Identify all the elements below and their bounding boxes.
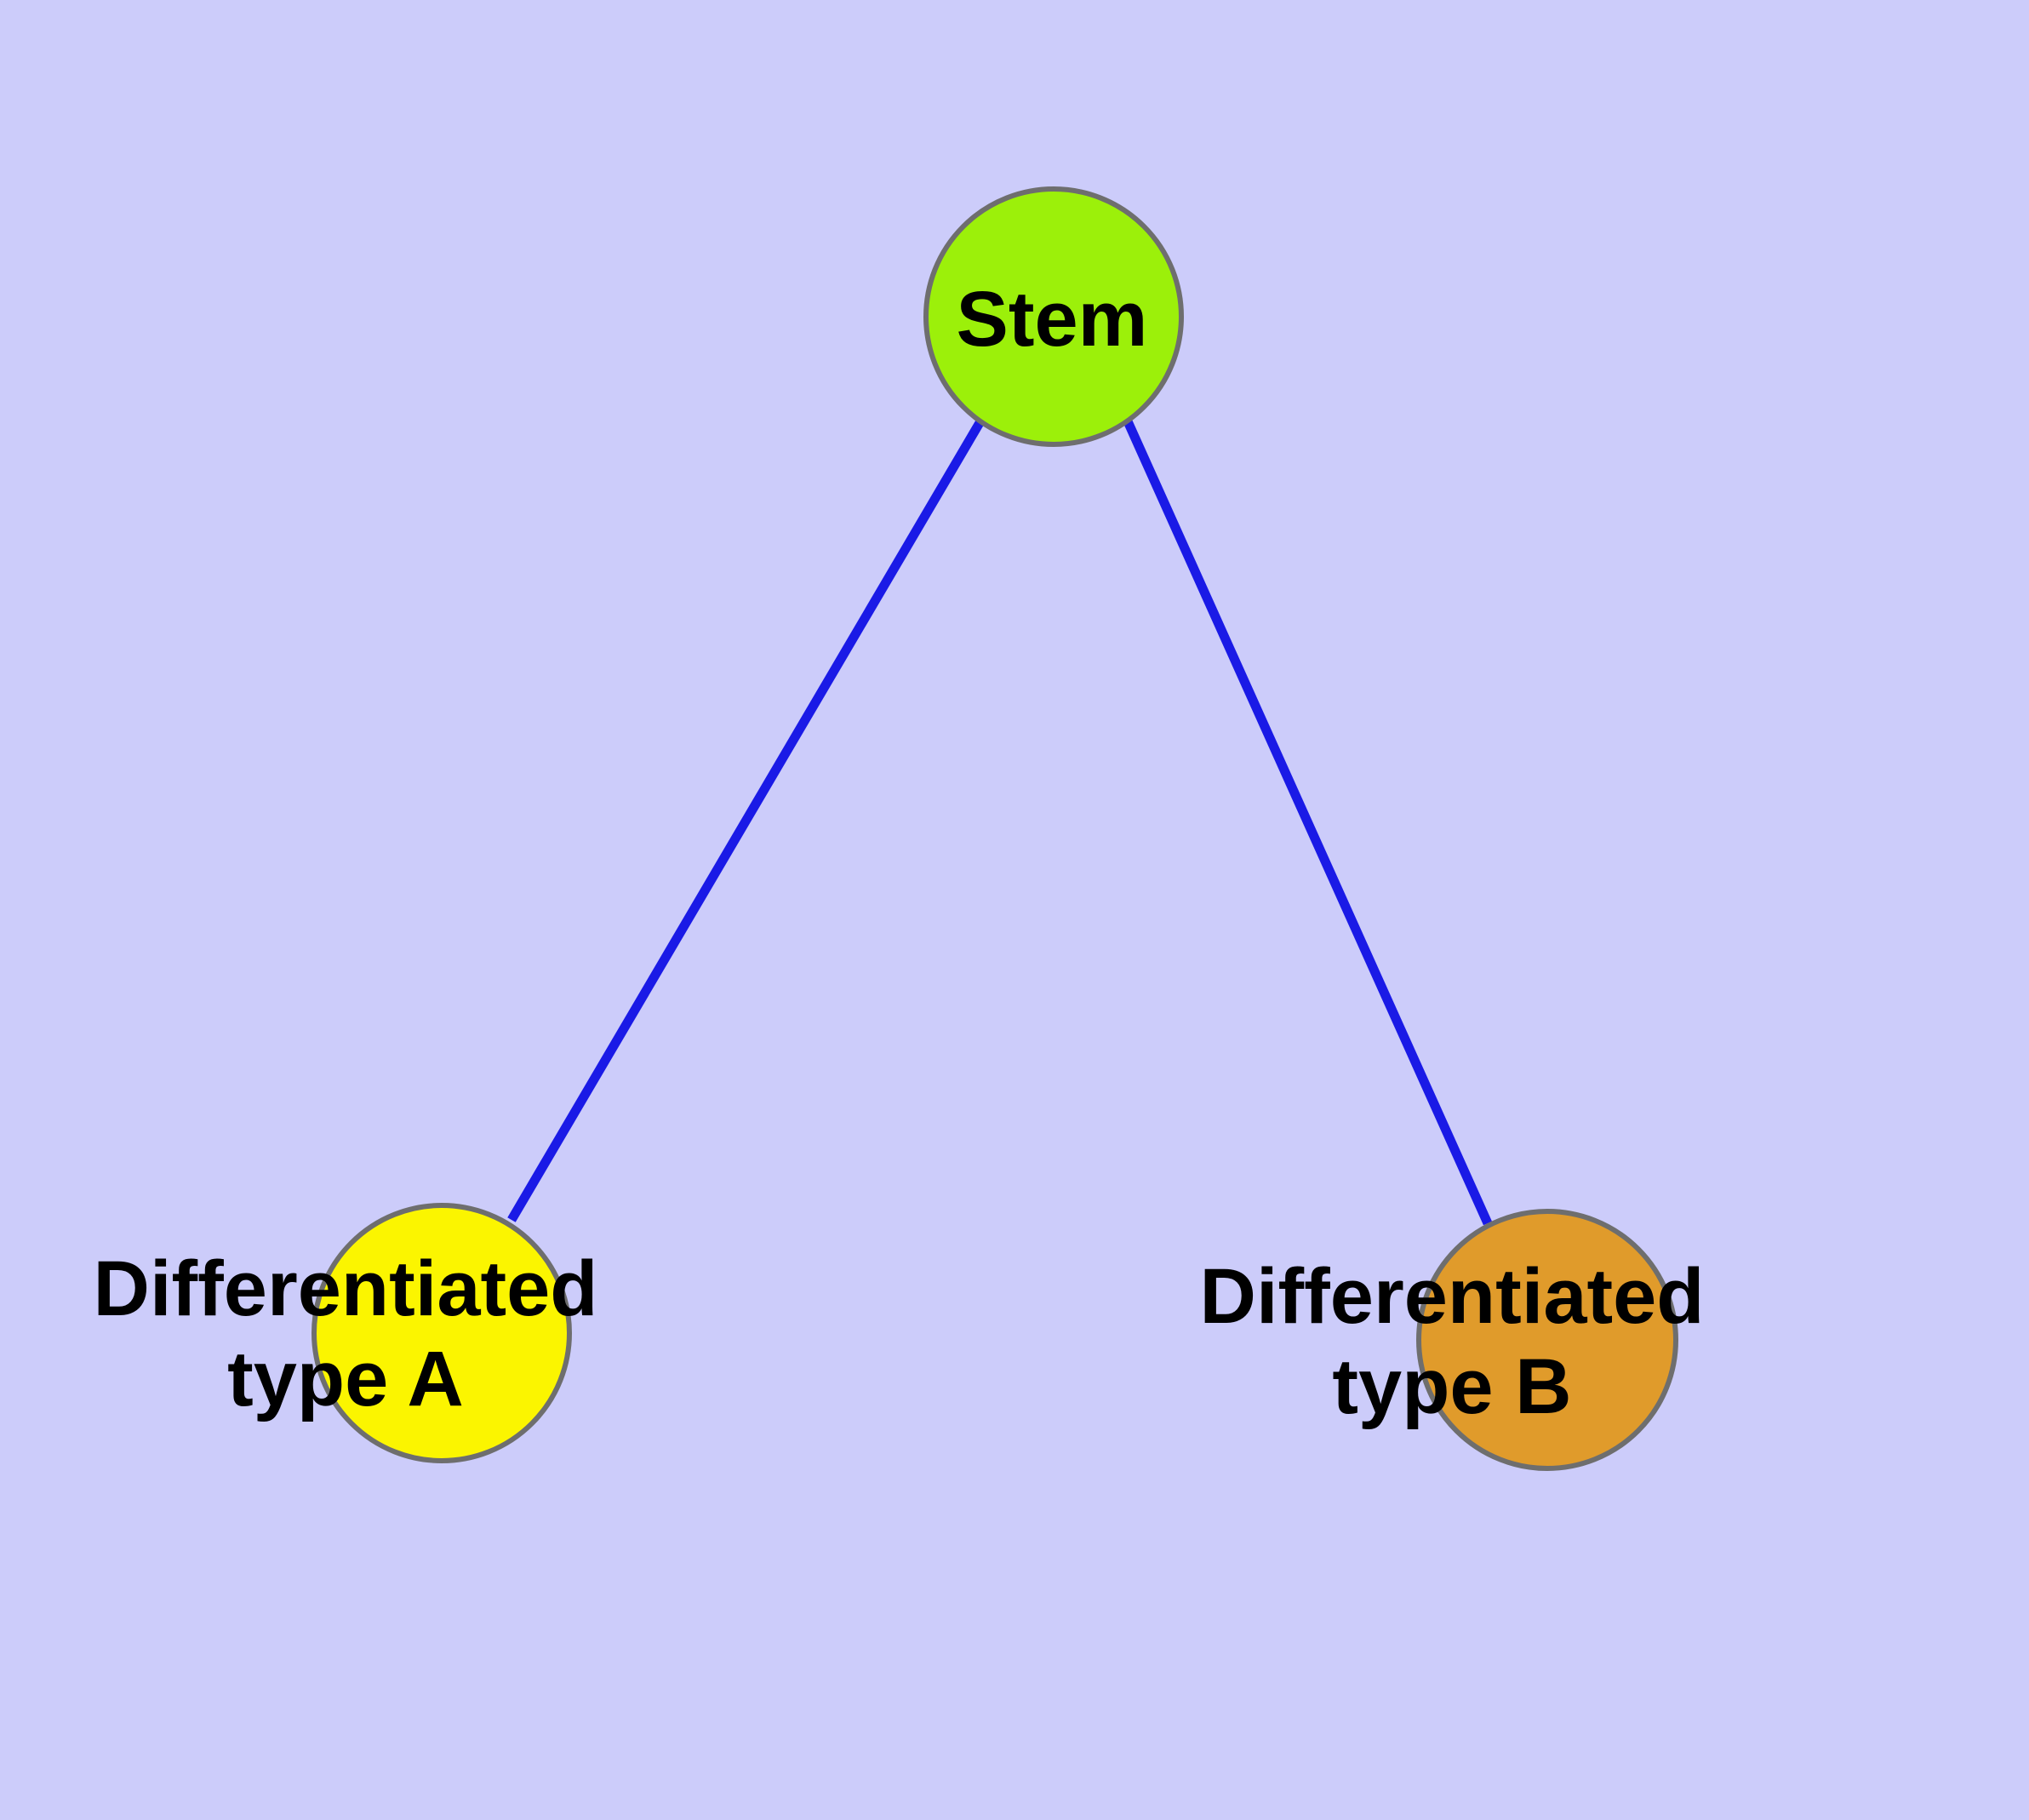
nodes-layer	[311, 186, 1678, 1471]
graph-node-diff-b[interactable]	[1416, 1209, 1678, 1471]
node-label-line: Differentiated	[1200, 1253, 1705, 1340]
graph-node-diff-a[interactable]	[311, 1203, 572, 1463]
node-label-line: Differentiated	[94, 1245, 598, 1332]
node-label-line: type B	[1332, 1343, 1571, 1430]
node-label-line: Stem	[957, 276, 1148, 363]
edges-layer	[507, 419, 1493, 1226]
node-label-line: type A	[227, 1336, 464, 1422]
graph-node-stem[interactable]	[923, 186, 1184, 447]
node-label-stem: Stem	[957, 276, 1148, 363]
graph-edge[interactable]	[1123, 419, 1493, 1226]
graph-edge[interactable]	[507, 419, 985, 1222]
